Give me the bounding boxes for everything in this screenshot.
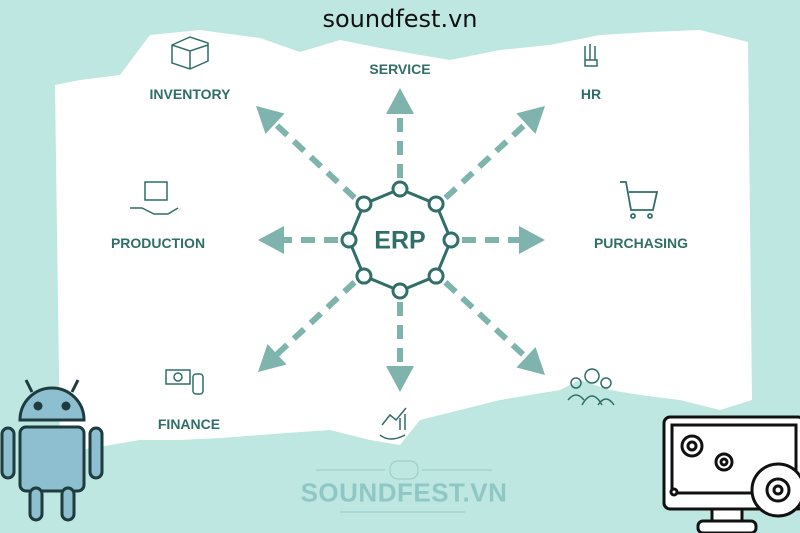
erp-ring-node	[340, 231, 358, 249]
android-robot-icon	[0, 379, 104, 522]
arrow-down-head	[386, 366, 414, 392]
team-people-icon	[567, 368, 615, 406]
hand-gesture-icon	[584, 44, 598, 67]
arrows	[256, 88, 545, 392]
package-hand-icon	[130, 181, 179, 215]
arrow-down-right-head	[516, 347, 545, 375]
box-icon	[171, 36, 209, 70]
arrow-down-left-shaft	[275, 280, 357, 357]
arrow-right-head	[519, 226, 545, 254]
arrow-up-head	[386, 88, 414, 114]
module-purchasing: PURCHASING	[593, 235, 689, 251]
arrow-up-right-shaft	[443, 121, 528, 201]
module-inventory: INVENTORY	[149, 86, 231, 102]
module-service: SERVICE	[369, 61, 431, 77]
money-coins-icon	[165, 369, 204, 395]
erp-ring-node	[355, 267, 373, 285]
watermark-gamepad-icon	[316, 460, 492, 513]
erp-ring-node	[427, 195, 445, 213]
module-hr: HR	[580, 86, 602, 102]
arrow-up-left-shaft	[272, 121, 357, 200]
erp-ring-node	[427, 267, 445, 285]
arrow-up-right-head	[516, 106, 545, 134]
arrow-down-right-shaft	[443, 280, 529, 360]
arrow-down-left-head	[258, 344, 287, 372]
module-production: PRODUCTION	[110, 235, 206, 251]
module-finance: FINANCE	[157, 416, 221, 432]
erp-ring	[340, 180, 460, 300]
shopping-cart-icon	[620, 181, 659, 219]
arrow-left-head	[258, 226, 284, 254]
erp-center-label: ERP	[374, 226, 426, 255]
watermark-text: SOUNDFEST.VN	[300, 477, 508, 508]
erp-ring-node	[391, 282, 409, 300]
erp-ring-node	[391, 180, 409, 198]
erp-ring-node	[442, 231, 460, 249]
site-title: soundfest.vn	[322, 5, 478, 33]
growth-chart-icon	[379, 407, 407, 440]
arrow-up-left-head	[256, 106, 285, 134]
torn-paper	[55, 30, 752, 450]
monitor-settings-icon	[662, 415, 800, 533]
erp-ring-node	[355, 195, 373, 213]
